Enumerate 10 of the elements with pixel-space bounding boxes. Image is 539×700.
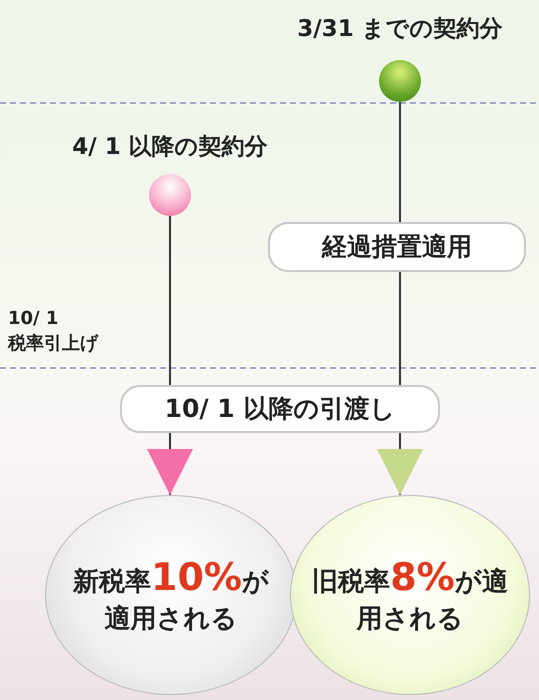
note-text: 税率引上げ <box>8 332 98 356</box>
connector-arrow <box>147 433 193 495</box>
note-text: 10/ 1 <box>8 307 60 331</box>
rounded-label-box: 経過措置適用 <box>268 222 526 272</box>
heading-text: 3/31 までの契約分 <box>297 18 503 41</box>
result-text: 新税率10%が適用される <box>72 554 270 636</box>
heading-text: 4/ 1 以降の契約分 <box>72 136 268 159</box>
rounded-label-box: 10/ 1 以降の引渡し <box>120 385 440 433</box>
connector-arrow <box>377 433 423 495</box>
result-text: 旧税率8%が適用される <box>311 554 509 636</box>
